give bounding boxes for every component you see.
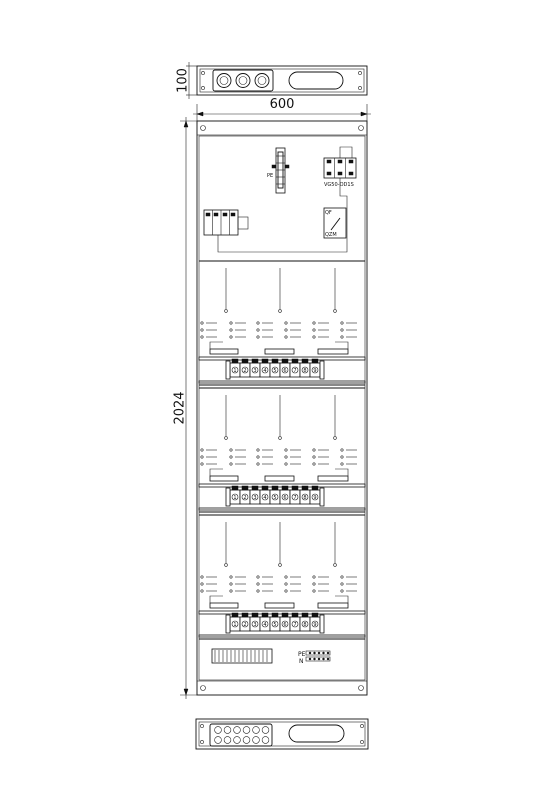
terminal-number: 9 [313,495,316,501]
bottom-view [195,718,369,750]
terminal-number: 6 [283,368,286,374]
height-dimension: 2024 [173,391,188,424]
top-view: 100 [176,62,368,99]
terminal: 3 [249,612,261,632]
terminal-number: 4 [263,622,266,628]
terminal-number: 8 [303,495,306,501]
terminal-number: 2 [243,368,246,374]
n-bar-label: N [299,658,304,665]
pe-label: PE [267,173,273,179]
width-dimension-line: 600 [193,97,371,124]
terminal: 9 [309,612,321,632]
terminal-number: 6 [283,622,286,628]
terminal: 1 [229,485,241,505]
switch-label-top: QF [325,210,332,216]
terminal: 6 [279,612,291,632]
meter-sections: 1 2 3 4 5 6 7 8 9 1 2 3 4 5 6 7 8 9 1 2 3 4 5 6 7 8 9 [198,268,366,638]
terminal-number: 7 [293,368,296,374]
terminal-number: 2 [243,622,246,628]
terminal-number: 5 [273,368,276,374]
terminal-number: 4 [263,495,266,501]
terminal: 4 [259,485,271,505]
section-dividers [199,260,365,640]
terminal: 8 [299,612,311,632]
terminal: 2 [239,358,251,378]
height-dimension-line: 2024 [173,117,197,699]
meter-section: 1 2 3 4 5 6 7 8 9 [198,522,366,638]
terminal: 6 [279,358,291,378]
terminal-number: 1 [233,495,236,501]
terminal: 5 [269,612,281,632]
terminal-number: 3 [253,622,256,628]
surge-protector-label: VG50-OD1S [324,182,354,188]
terminal: 2 [239,612,251,632]
terminal-number: 4 [263,368,266,374]
meter-section: 1 2 3 4 5 6 7 8 9 [198,395,366,511]
terminal: 4 [259,358,271,378]
terminal-number: 2 [243,495,246,501]
terminal-number: 9 [313,368,316,374]
terminal-number: 7 [293,622,296,628]
terminal: 9 [309,358,321,378]
terminal-number: 3 [253,368,256,374]
terminal: 7 [289,485,301,505]
terminal-number: 7 [293,495,296,501]
cabinet-frame [196,120,368,696]
pe-bar-label: PE [298,651,306,658]
terminal: 1 [229,612,241,632]
terminal: 9 [309,485,321,505]
terminal: 5 [269,358,281,378]
terminal: 1 [229,358,241,378]
width-dimension: 600 [270,97,295,112]
meter-section: 1 2 3 4 5 6 7 8 9 [198,268,366,384]
terminal: 3 [249,485,261,505]
terminal-number: 8 [303,368,306,374]
terminal: 8 [299,358,311,378]
terminal-number: 5 [273,495,276,501]
terminal: 8 [299,485,311,505]
terminal: 5 [269,485,281,505]
terminal-number: 6 [283,495,286,501]
terminal-number: 5 [273,622,276,628]
bottom-busbar-area: PE N [211,648,331,665]
terminal: 7 [289,612,301,632]
terminal-number: 9 [313,622,316,628]
terminal: 4 [259,612,271,632]
terminal-number: 3 [253,495,256,501]
switch-label-bottom: QZM [325,232,337,238]
terminal: 2 [239,485,251,505]
terminal-number: 8 [303,622,306,628]
terminal-number: 1 [233,368,236,374]
depth-dimension: 100 [176,68,191,93]
terminal: 3 [249,358,261,378]
terminal: 6 [279,485,291,505]
terminal-number: 1 [233,622,236,628]
terminal: 7 [289,358,301,378]
top-equipment: PE VG50-OD1S QF QZM [203,146,357,253]
